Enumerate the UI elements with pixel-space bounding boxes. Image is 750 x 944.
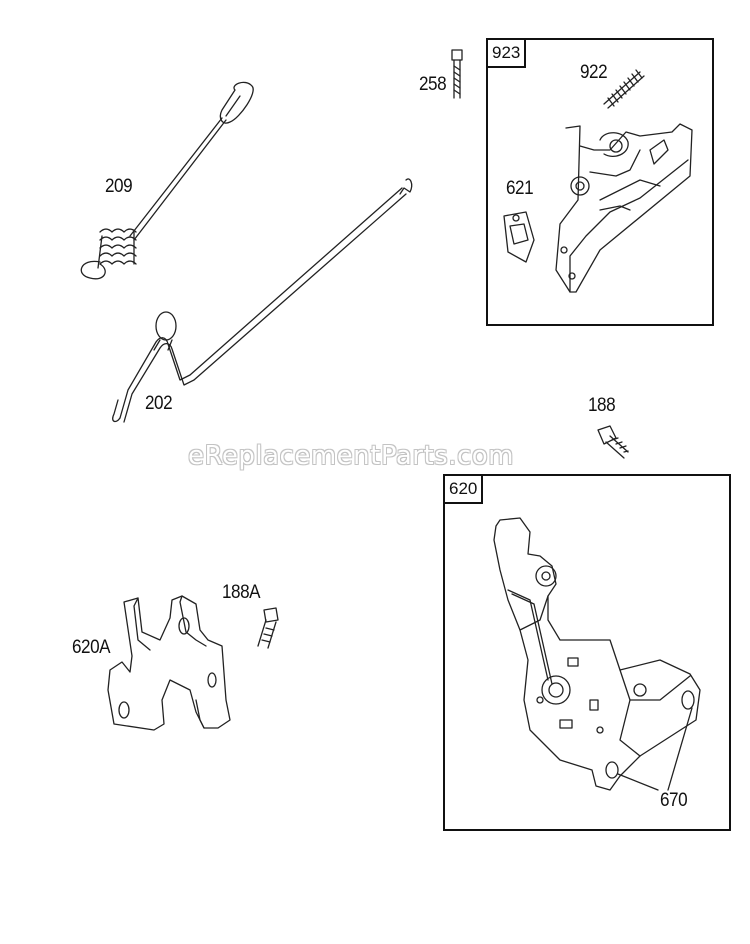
spring-209-drawing (80, 81, 254, 280)
part-label-258: 258 (419, 74, 447, 95)
bracket-923-drawing (555, 123, 693, 293)
part-label-621: 621 (506, 178, 534, 199)
clip-621-drawing (503, 211, 535, 263)
part-label-922: 922 (580, 62, 608, 83)
screw-188A-drawing (257, 607, 279, 649)
part-label-188A: 188A (222, 582, 261, 603)
leader-670 (617, 773, 659, 791)
screw-258-drawing (451, 49, 463, 99)
leader-670b (667, 707, 693, 791)
assembly-923-frame (486, 38, 714, 326)
part-label-202: 202 (145, 393, 173, 414)
screw-188-drawing (597, 425, 629, 459)
assembly-620-label: 620 (443, 474, 484, 504)
bracket-620-drawing (493, 517, 701, 791)
plate-620A-drawing (107, 595, 231, 731)
part-label-188: 188 (588, 395, 616, 416)
assembly-923-label: 923 (486, 38, 527, 68)
part-label-670: 670 (660, 790, 688, 811)
part-label-620A: 620A (72, 637, 111, 658)
watermark: eReplacementParts.com (188, 441, 515, 471)
part-label-209: 209 (105, 176, 133, 197)
spring-922-drawing (603, 69, 645, 109)
link-202-drawing (112, 178, 413, 423)
assembly-620-frame (443, 474, 731, 831)
